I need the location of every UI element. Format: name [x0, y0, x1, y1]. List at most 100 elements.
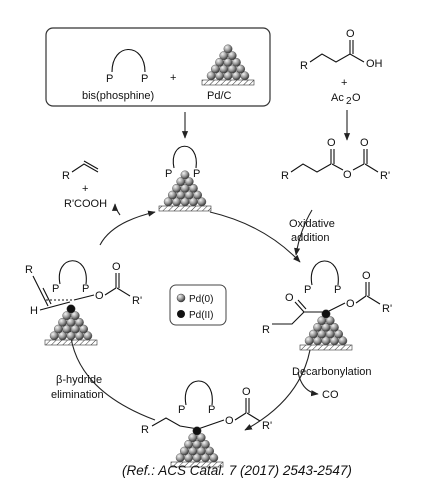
pd-nanoparticle-left: [44, 304, 98, 346]
pd0-atom: [83, 331, 93, 341]
oxidative-addition-complex: P P O R O O R': [262, 260, 392, 336]
alk-o-carbonyl: O: [242, 386, 251, 398]
pd0-atom: [240, 71, 250, 81]
pd-nanoparticle-bottom: [170, 426, 224, 468]
ac2o-ac: Ac: [331, 92, 344, 104]
top-ligand-backbone: [172, 145, 197, 169]
carbon-support: [299, 344, 353, 351]
label-decarbonylation: Decarbonylation: [292, 366, 372, 378]
arrow-to-products: [111, 203, 121, 216]
pd0-atom: [75, 317, 84, 327]
top-p-left: P: [165, 168, 172, 180]
ox-r: R: [262, 324, 270, 336]
alk-rprime: R': [262, 420, 272, 432]
pd0-atom: [334, 329, 343, 339]
beta-hydride-complex: P P R H O O R': [25, 260, 142, 317]
label-beta-hydride: β-hydride: [56, 374, 102, 386]
alk-r: R: [141, 424, 149, 436]
arrow-anhydride-in: [294, 209, 313, 256]
arrow-decarbonylation: [244, 349, 311, 431]
ac2o-o: O: [352, 92, 361, 104]
pd0-atom: [205, 446, 215, 456]
beta-o-carbonyl: O: [112, 261, 121, 273]
pd-nanoparticle-box: [201, 44, 255, 86]
arrow-reductive-elimination: [99, 210, 156, 246]
pd0-atom: [197, 197, 207, 207]
alkene-product: R + R'COOH: [62, 160, 107, 210]
top-p-right: P: [193, 168, 200, 180]
product-plus: +: [82, 183, 88, 195]
alk-p-left: P: [178, 404, 185, 416]
alkene-r: R: [62, 170, 70, 182]
pd0-atom: [223, 44, 233, 54]
anhydride-o-bridge: O: [343, 169, 352, 181]
pd0-atom: [236, 64, 246, 74]
pd-nanoparticle-right: [299, 309, 353, 351]
acid-product: R'COOH: [64, 198, 107, 210]
acid-o: O: [346, 28, 355, 40]
ox-p-right: P: [334, 284, 341, 296]
catalyst-box: [45, 27, 271, 107]
reference-citation: (Ref.: ACS Catal. 7 (2017) 2543-2547): [122, 463, 352, 478]
pd2-atom: [66, 304, 76, 314]
pd2-atom: [192, 426, 202, 436]
ox-p-left: P: [304, 284, 311, 296]
beta-o-acyloxy: O: [95, 290, 104, 302]
ox-rprime: R': [382, 303, 392, 315]
carbon-support: [201, 79, 255, 86]
anhydride-o1: O: [327, 137, 336, 149]
pd0-atom: [231, 57, 241, 67]
ligand-backbone: [111, 48, 146, 73]
catalyst-name: Pd/C: [207, 90, 232, 102]
mixed-anhydride: R O O O R': [281, 137, 390, 182]
acid-r: R: [300, 60, 308, 72]
pd0-marker: [176, 293, 186, 303]
acid-oh: OH: [366, 58, 383, 70]
ox-o-acyloxy: O: [346, 298, 355, 310]
alk-p-right: P: [208, 404, 215, 416]
pd0-atom: [70, 311, 80, 321]
alk-o-acyloxy: O: [225, 415, 234, 427]
pd0-atom: [200, 439, 210, 449]
anhydride-r: R: [281, 170, 289, 182]
legend-pd2: Pd(II): [189, 310, 213, 321]
legend-pd0: Pd(0): [189, 294, 213, 305]
pd-nanoparticle-top: [158, 170, 212, 212]
ligand-p-left: P: [106, 73, 113, 85]
pd0-atom: [79, 324, 89, 334]
carbon-support: [44, 339, 98, 346]
beta-p-left: P: [52, 283, 59, 295]
pd0-atom: [180, 170, 190, 180]
pd2-atom: [321, 309, 331, 319]
label-elimination: elimination: [51, 389, 104, 401]
pd0-atom: [184, 177, 194, 187]
pd0-atom: [227, 51, 237, 61]
pd0-atom: [209, 453, 219, 463]
beta-r: R: [25, 264, 33, 276]
pd0-atom: [193, 190, 203, 200]
beta-rprime: R': [132, 295, 142, 307]
alkyl-complex: P P R O O R': [141, 380, 272, 436]
label-oxidative: Oxidative: [289, 218, 335, 230]
label-addition: addition: [291, 232, 330, 244]
ox-o-carbonyl: O: [362, 270, 371, 282]
anhydride-o2: O: [360, 137, 369, 149]
carboxylic-acid: R O OH + Ac 2 O: [300, 28, 383, 107]
pd0-atom: [325, 316, 335, 326]
carbon-support: [158, 205, 212, 212]
ac2o-sub: 2: [346, 96, 352, 107]
arrow-oxidative-addition: [209, 211, 301, 263]
ligand-p-right: P: [141, 73, 148, 85]
anhydride-rprime: R': [380, 170, 390, 182]
ox-acyl-o: O: [285, 292, 294, 304]
pd0-atom: [338, 336, 348, 346]
pd2-marker: [177, 310, 185, 318]
reagent-plus: +: [341, 77, 347, 89]
beta-h: H: [30, 305, 38, 317]
beta-p-right: P: [82, 283, 89, 295]
box-plus: +: [170, 72, 176, 84]
pd0-atom: [329, 322, 339, 332]
legend-box: [169, 284, 227, 326]
